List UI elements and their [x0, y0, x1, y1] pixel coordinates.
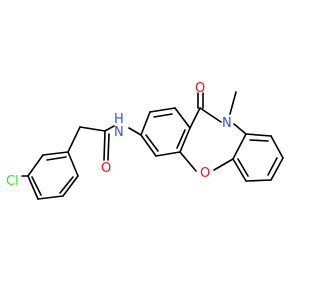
bond-inner	[145, 134, 159, 152]
bond	[245, 179, 272, 182]
bond-n-ch3	[229, 91, 237, 115]
atom-label-h: H	[114, 112, 124, 127]
bond-c-n	[199, 107, 222, 123]
bond	[140, 111, 151, 136]
bond	[67, 126, 81, 153]
atom-labels: Cl O H N O N O	[6, 81, 232, 189]
bond-n-c	[128, 127, 142, 136]
molecule-diagram: Cl O H N O N O	[0, 0, 300, 300]
bond-inner	[153, 113, 173, 118]
bond	[270, 157, 284, 181]
atom-label-n-methyl: N	[222, 116, 232, 131]
bond	[42, 151, 69, 156]
bond	[174, 107, 191, 129]
bonds	[21, 91, 284, 200]
bond	[232, 158, 247, 182]
bond-inner	[237, 158, 249, 177]
atom-label-o-lactam: O	[195, 81, 205, 96]
bond	[140, 134, 157, 157]
bond	[155, 151, 181, 157]
bond-inner	[249, 139, 269, 142]
bond-inner	[267, 157, 278, 176]
bond-o-c	[179, 151, 197, 172]
atom-label-o-amide: O	[101, 161, 111, 176]
background	[0, 0, 300, 300]
bond-co-double	[107, 133, 110, 161]
bond	[270, 135, 284, 159]
bond-inner	[176, 129, 186, 149]
bond	[27, 154, 44, 177]
bond	[37, 195, 64, 200]
bond	[79, 126, 106, 132]
bond	[62, 175, 79, 197]
bond-inner	[31, 176, 42, 196]
bond	[67, 151, 79, 177]
bond	[189, 107, 201, 129]
bond-co	[103, 130, 106, 161]
bond	[233, 123, 247, 135]
bond	[232, 133, 247, 160]
atom-label-cl: Cl	[6, 174, 19, 189]
bond	[179, 127, 191, 153]
bond-cn	[104, 125, 115, 132]
structure-canvas: Cl O H N O N O	[0, 0, 300, 300]
bond	[27, 175, 39, 200]
bond-c-o	[213, 158, 234, 171]
bond-inner	[59, 176, 74, 194]
bond	[245, 133, 272, 137]
atom-label-o-ether: O	[200, 166, 210, 181]
bond-inner	[46, 156, 67, 161]
atom-label-n-amide: N	[114, 125, 124, 140]
bond	[149, 107, 176, 113]
